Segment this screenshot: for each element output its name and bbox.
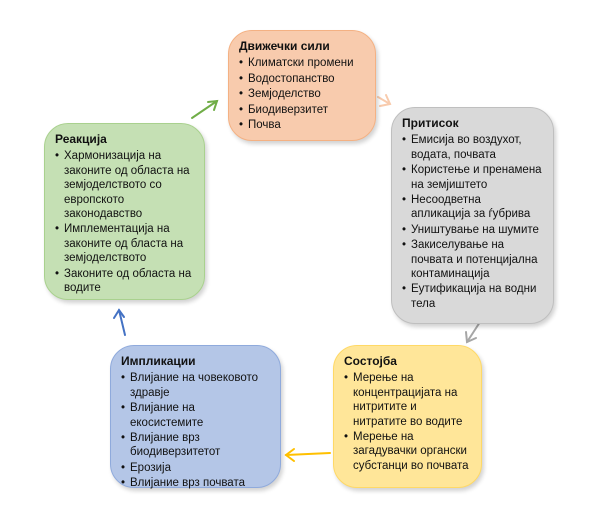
list-item: Закиселување на почвата и потенцијална к… — [402, 238, 543, 281]
response-box: Реакција Хармонизација на законите од об… — [44, 123, 205, 300]
response-list: Хармонизација на законите од областа на … — [55, 149, 194, 295]
list-item: Влијание на екосистемите — [121, 401, 270, 430]
drivers-list: Климатски промени Водостопанство Земјоде… — [239, 56, 365, 132]
list-item: Влијание врз биодиверзитетот — [121, 431, 270, 460]
list-item: Еутификација на водни тела — [402, 282, 543, 311]
list-item: Влијание на човековото здравје — [121, 371, 270, 400]
list-item: Уништување на шумите — [402, 223, 543, 238]
list-item: Хармонизација на законите од областа на … — [55, 149, 194, 221]
arrow-drivers-to-pressure — [377, 94, 392, 107]
list-item: Мерење на загадувачки органски субстанци… — [344, 430, 471, 473]
list-item: Законите од областа на водите — [55, 267, 194, 296]
state-list: Мерење на концентрацијата на нитритите и… — [344, 371, 471, 473]
list-item: Биодиверзитет — [239, 103, 365, 118]
list-item: Климатски промени — [239, 56, 365, 71]
impact-title: Импликации — [121, 354, 196, 368]
impact-list: Влијание на човековото здравје Влијание … — [121, 371, 270, 491]
impact-box: Импликации Влијание на човековото здравј… — [110, 345, 281, 491]
pressure-title: Притисок — [402, 116, 459, 130]
pressure-box: Притисок Емисија во воздухот, водата, по… — [391, 107, 554, 324]
pressure-list: Емисија во воздухот, водата, почвата Кор… — [402, 133, 543, 311]
response-title: Реакција — [55, 132, 107, 146]
state-box: Состојба Мерење на концентрацијата на ни… — [333, 345, 482, 488]
arrow-response-to-drivers — [191, 99, 219, 119]
list-item: Имплементација на законите од бласта на … — [55, 222, 194, 265]
list-item: Водостопанство — [239, 72, 365, 87]
state-title: Состојба — [344, 354, 397, 368]
arrow-impact-to-response — [113, 308, 126, 336]
arrow-pressure-to-state — [465, 321, 481, 344]
list-item: Користење и пренамена на земјиштето — [402, 163, 543, 192]
list-item: Ерозија — [121, 461, 270, 476]
list-item: Несоодветна апликација за ѓубрива — [402, 193, 543, 222]
arrow-state-to-impact — [284, 448, 331, 462]
list-item: Мерење на концентрацијата на нитритите и… — [344, 371, 471, 429]
drivers-box: Движечки сили Климатски промени Водостоп… — [228, 30, 376, 141]
list-item: Земјоделство — [239, 87, 365, 102]
list-item: Влијание врз почвата — [121, 476, 270, 491]
drivers-title: Движечки сили — [239, 39, 330, 53]
list-item: Почва — [239, 118, 365, 133]
list-item: Емисија во воздухот, водата, почвата — [402, 133, 543, 162]
